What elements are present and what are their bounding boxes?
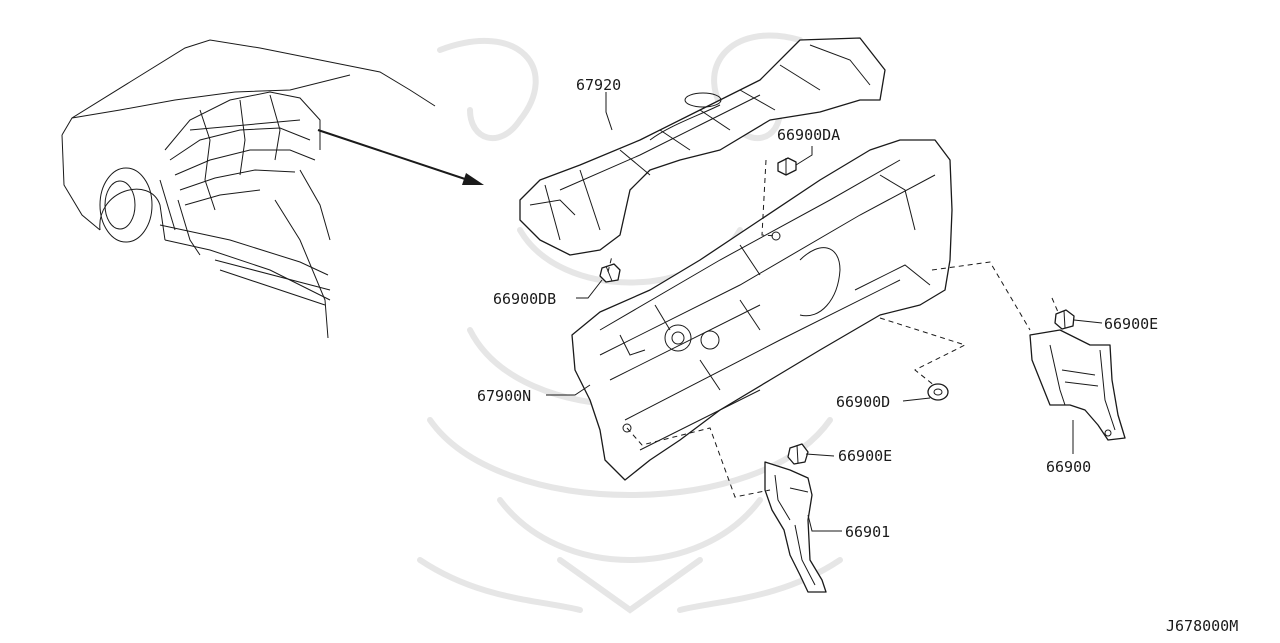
callout-66900E-lower[interactable]: 66900E — [838, 447, 892, 465]
callout-66901[interactable]: 66901 — [845, 523, 890, 541]
clip-66900E-right[interactable] — [1054, 309, 1075, 330]
alignment-lines — [607, 159, 1059, 498]
clip-66900DB[interactable] — [599, 263, 621, 283]
callout-66900[interactable]: 66900 — [1046, 458, 1091, 476]
callout-67920[interactable]: 67920 — [576, 76, 621, 94]
clip-66900D[interactable] — [927, 383, 949, 401]
callout-66900DA[interactable]: 66900DA — [777, 126, 840, 144]
callout-labels: 67920 66900DA 66900DB 67900N 66900E 6690… — [477, 76, 1238, 635]
callout-66900DB[interactable]: 66900DB — [493, 290, 556, 308]
diagram-code: J678000M — [1166, 617, 1238, 635]
part-67920-insulator[interactable] — [519, 37, 886, 256]
part-66900-panel[interactable] — [1029, 329, 1126, 441]
clip-66900E-lower[interactable] — [787, 443, 809, 465]
callout-67900N[interactable]: 67900N — [477, 387, 531, 405]
leader-lines — [546, 92, 1103, 532]
clip-66900DA[interactable] — [777, 157, 797, 176]
part-67900N-dash-insulator[interactable] — [571, 139, 953, 481]
pointer-arrow — [317, 129, 484, 185]
callout-66900D[interactable]: 66900D — [836, 393, 890, 411]
car-overview — [61, 39, 436, 339]
callout-66900E-right[interactable]: 66900E — [1104, 315, 1158, 333]
part-66901-panel[interactable] — [764, 461, 827, 593]
